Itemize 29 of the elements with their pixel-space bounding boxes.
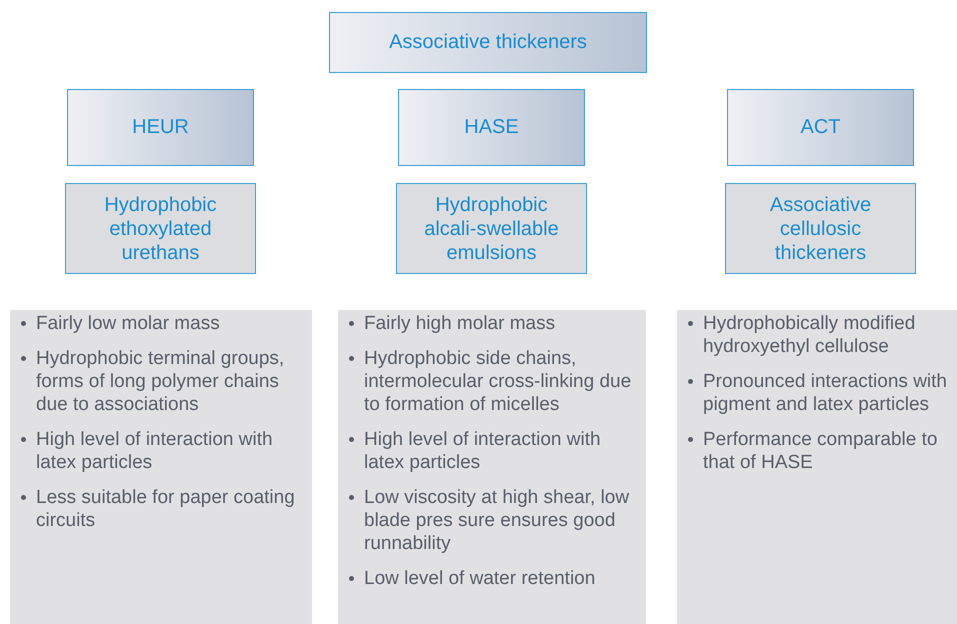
property-panel — [338, 310, 646, 624]
bullet-text: Pronounced interactions with pigment and latex particles — [703, 371, 947, 415]
box-label: HEUR — [131, 116, 190, 139]
bullet-text: Hydrophobically modified hydroxyethyl cellulose — [703, 313, 916, 357]
category-box — [727, 89, 914, 166]
bullet-text: Low viscosity at high shear, low blade pres sure ensures good runnability — [364, 487, 630, 554]
box-label: Hydrophobic ethoxylated urethans — [103, 192, 218, 264]
property-panel — [677, 310, 957, 624]
category-box — [398, 89, 585, 166]
description-box — [65, 183, 256, 274]
box-label: Hydrophobic alcali-swellable emulsions — [423, 192, 560, 264]
description-box — [725, 183, 916, 274]
bullet-text: High level of interaction with latex particles — [364, 429, 601, 473]
description-box — [396, 183, 587, 274]
title-box — [329, 12, 647, 73]
category-box — [67, 89, 254, 166]
bullet-text: Hydrophobic terminal groups, forms of long polymer chains due to associations — [36, 348, 284, 415]
box-label: Associative thickeners — [388, 31, 588, 54]
bullet-text: Fairly high molar mass — [364, 313, 556, 334]
property-panel — [10, 310, 312, 624]
box-label: HASE — [463, 116, 520, 139]
box-label: ACT — [800, 116, 842, 139]
bullet-text: High level of interaction with latex particles — [36, 429, 273, 473]
bullet-text: Less suitable for paper coating circuits — [36, 487, 295, 531]
bullet-text: Fairly low molar mass — [36, 313, 220, 334]
box-label: Associative cellulosic thickeners — [768, 192, 872, 264]
bullet-text: Performance comparable to that of HASE — [703, 429, 938, 473]
bullet-text: Hydrophobic side chains, intermolecular cross-linking due to formation of micelles — [364, 348, 632, 415]
bullet-text: Low level of water retention — [364, 568, 596, 589]
